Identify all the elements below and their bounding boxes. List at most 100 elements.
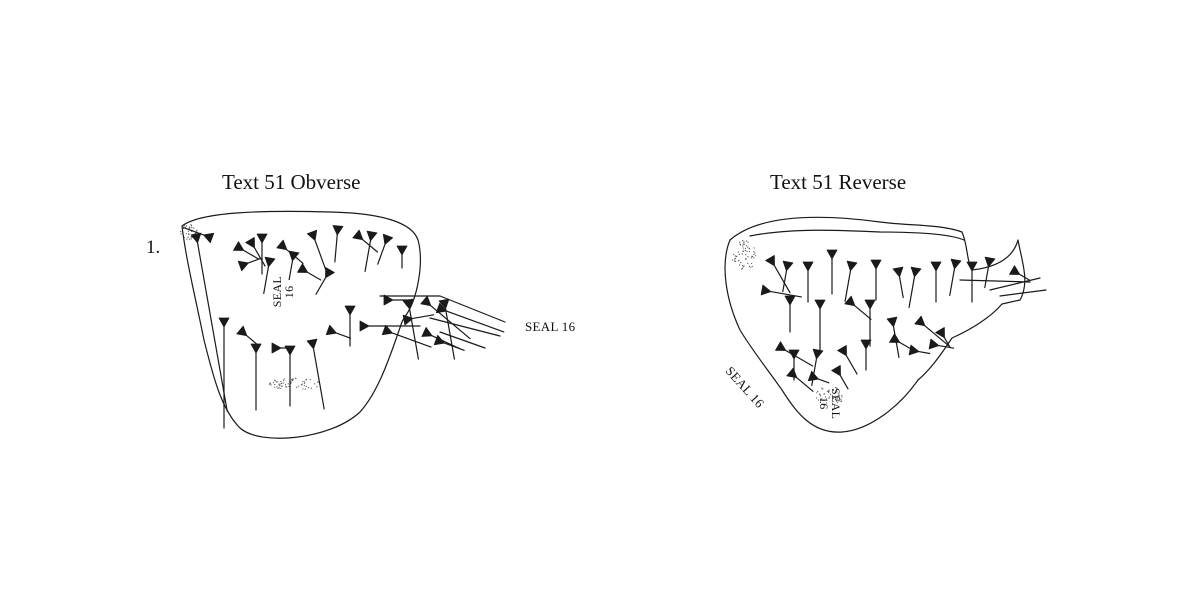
stipple-dot — [735, 260, 737, 262]
obverse-wedge-1-tail — [183, 227, 205, 236]
stipple-dot — [841, 396, 843, 398]
stipple-dot — [300, 384, 302, 386]
stipple-dot — [742, 266, 744, 268]
reverse-wedge-21-tail — [785, 349, 814, 367]
stipple-dot — [277, 381, 279, 383]
stipple-dot — [840, 399, 842, 401]
stipple-dot — [817, 390, 819, 392]
reverse-stipple-bottom — [816, 387, 843, 406]
stipple-dot — [297, 385, 299, 387]
stipple-dot — [826, 390, 829, 392]
obverse-wedge-13-head — [237, 260, 249, 272]
line-number-label: 1. — [146, 237, 161, 258]
stipple-dot — [828, 390, 830, 392]
stipple-dot — [270, 384, 272, 386]
obverse-wedge-28-head — [325, 324, 337, 336]
stipple-dot — [183, 237, 185, 239]
obverse-wedge-31-head — [381, 324, 393, 336]
obverse-wedge-7-tail — [314, 239, 327, 271]
stipple-dot — [269, 382, 271, 384]
obverse-guide-line-1 — [439, 295, 506, 323]
obverse-stipple-bottom — [268, 377, 319, 390]
reverse-wedge-23-head — [812, 348, 824, 360]
stipple-dot — [819, 401, 822, 404]
obverse-wedge-17-head — [383, 294, 394, 306]
stipple-dot — [745, 245, 748, 247]
stipple-dot — [187, 236, 189, 238]
stipple-dot — [747, 262, 749, 264]
stipple-dot — [824, 396, 827, 398]
reverse-wedge-28-tail — [938, 344, 955, 349]
stipple-dot — [823, 399, 825, 402]
obverse-wedge-29-head — [344, 305, 356, 316]
stipple-dot — [831, 394, 833, 396]
reverse-wedge-29-head — [786, 367, 798, 379]
stipple-dot — [821, 387, 823, 389]
obverse-wedge-18-tail — [408, 308, 420, 360]
obverse-wedge-20-head — [435, 302, 447, 314]
obverse-wedge-8-head — [332, 225, 344, 236]
reverse-wedge-25-head — [860, 339, 872, 350]
obverse-wedge-16-head — [325, 267, 335, 279]
stipple-dot — [286, 386, 288, 388]
reverse-guide-line-1 — [989, 277, 1041, 291]
reverse-wedge-29-tail — [796, 377, 814, 392]
reverse-title: Text 51 Reverse — [770, 170, 907, 194]
stipple-dot — [283, 378, 285, 380]
reverse-wedge-0-tail — [773, 265, 791, 294]
obverse-wedge-27-head — [306, 338, 318, 350]
reverse-wedge-27-tail — [918, 350, 931, 355]
stipple-dot — [287, 383, 289, 385]
stipple-dot — [296, 386, 298, 388]
reverse-guide-line-0 — [959, 279, 1031, 283]
obverse-title: Text 51 Obverse — [222, 170, 361, 194]
stipple-dot — [190, 224, 192, 226]
reverse-wedge-3-head — [826, 249, 838, 260]
obverse-wedge-15-head — [297, 263, 309, 273]
reverse-wedge-17-head — [864, 299, 876, 310]
stipple-dot — [310, 387, 313, 389]
stipple-dot — [185, 233, 188, 235]
stipple-dot — [835, 399, 837, 401]
obverse-wedge-22-head — [218, 317, 230, 328]
reverse-wedge-19-head — [914, 315, 926, 327]
stipple-dot — [734, 257, 736, 260]
stipple-dot — [745, 257, 747, 260]
stipple-dot — [826, 402, 828, 404]
obverse-wedge-16-tail — [315, 277, 327, 295]
reverse-wedge-12-tail — [1019, 273, 1030, 281]
obverse-wedge-34-tail — [443, 342, 465, 351]
stipple-dot — [274, 386, 276, 388]
obverse-seal-label-outer: SEAL 16 — [525, 319, 576, 334]
stipple-dot — [751, 265, 753, 268]
reverse-wedge-12-head — [1009, 265, 1021, 275]
reverse-wedge-24-head — [837, 345, 847, 357]
reverse-wedge-19-tail — [924, 325, 950, 347]
stipple-dot — [303, 384, 305, 387]
stipple-dot — [291, 378, 293, 380]
obverse-outline — [181, 210, 421, 439]
obverse-wedge-9-head — [352, 229, 364, 241]
stipple-dot — [187, 230, 189, 232]
stipple-dot — [282, 382, 284, 384]
stipple-dot — [742, 245, 744, 247]
stipple-dot — [190, 238, 192, 240]
stipple-dot — [186, 238, 188, 240]
stipple-dot — [280, 382, 283, 384]
obverse-wedge-20-tail — [445, 310, 505, 333]
obverse-seal-label-inner: SEAL 16 — [270, 276, 301, 307]
stipple-dot — [739, 244, 742, 246]
stipple-dot — [837, 399, 839, 401]
stipple-dot — [283, 379, 285, 381]
stipple-dot — [743, 242, 745, 244]
stipple-dot — [822, 388, 824, 390]
reverse-wedge-14-head — [784, 295, 796, 306]
stipple-dot — [838, 394, 840, 396]
obverse-wedge-27-tail — [312, 348, 325, 410]
stipple-dot — [836, 398, 838, 400]
stipple-dot — [304, 381, 306, 383]
stipple-dot — [189, 238, 191, 240]
stipple-dot — [277, 387, 279, 389]
stipple-dot — [302, 381, 304, 383]
stipple-dot — [317, 381, 319, 384]
